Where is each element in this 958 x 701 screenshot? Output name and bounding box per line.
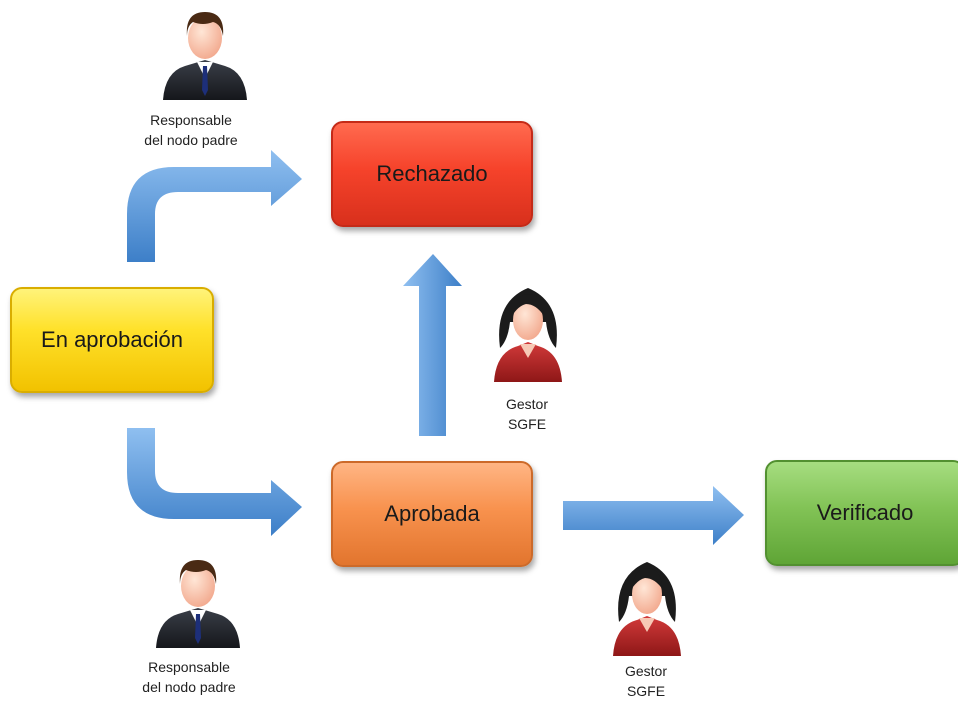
caption-top-responsible: Responsable del nodo padre (131, 110, 251, 150)
arrow-down-right (127, 428, 302, 536)
state-verificado-label: Verificado (816, 500, 914, 525)
state-aprobada: Aprobada (331, 461, 533, 567)
caption-bottom-responsible: Responsable del nodo padre (129, 657, 249, 697)
caption-right-gestor: Gestor SGFE (586, 661, 706, 701)
caption-line: Gestor (624, 663, 667, 679)
state-verificado: Verificado (765, 460, 958, 566)
caption-line: Gestor (505, 396, 548, 412)
arrow-to-verificado (563, 486, 744, 545)
male-user-icon (156, 560, 240, 648)
caption-middle-gestor: Gestor SGFE (467, 394, 587, 434)
caption-line: Responsable (148, 659, 230, 675)
caption-line: del nodo padre (144, 132, 238, 148)
state-en-aprobacion-label: En aprobación (41, 327, 183, 352)
state-rechazado: Rechazado (331, 121, 533, 227)
state-rechazado-label: Rechazado (376, 161, 488, 186)
caption-line: del nodo padre (142, 679, 236, 695)
state-aprobada-label: Aprobada (384, 501, 480, 526)
caption-line: Responsable (150, 112, 232, 128)
caption-line: SGFE (507, 416, 547, 432)
arrow-up-to-rechazado (403, 254, 462, 436)
female-user-icon (494, 288, 562, 382)
arrow-up-right (127, 150, 302, 262)
state-en-aprobacion: En aprobación (10, 287, 214, 393)
female-user-icon (613, 562, 681, 656)
caption-line: SGFE (626, 683, 666, 699)
male-user-icon (163, 12, 247, 100)
